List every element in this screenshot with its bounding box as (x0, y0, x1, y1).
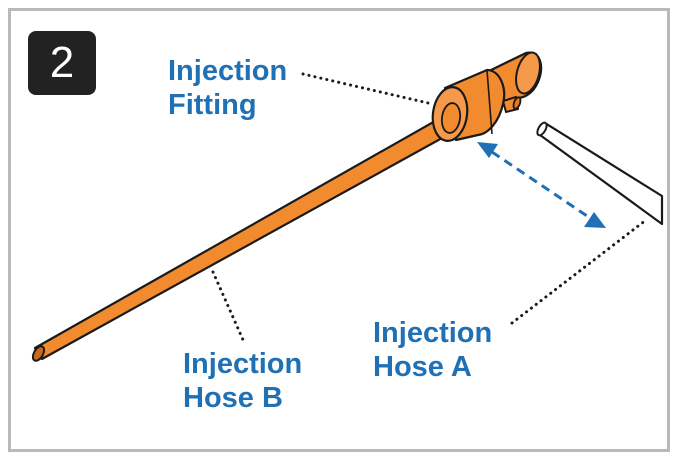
insertion-arrow (477, 142, 606, 228)
injection-hose-a-tube (536, 121, 664, 226)
injection-hose-a-label: Injection Hose A (373, 316, 492, 384)
injection-fitting-part (431, 51, 543, 142)
injection-hose-b-label-line-1: Injection (183, 348, 303, 380)
injection-hose-a-label-line-1: Injection (373, 317, 493, 349)
leader-line-hose-a (510, 218, 648, 325)
injection-hose-a-label-line-2: Hose A (373, 351, 472, 383)
injection-fitting-label-line-2: Fitting (168, 89, 257, 121)
figure-frame (8, 8, 670, 452)
leader-line-hose-b (211, 270, 246, 344)
injection-fitting-label-line-1: Injection (168, 55, 288, 87)
injection-hose-b-label-line-2: Hose B (183, 382, 283, 414)
leader-line-fitting (301, 72, 430, 105)
injection-hose-b-label: Injection Hose B (183, 347, 302, 415)
step-number-badge: 2 (28, 31, 96, 95)
injection-fitting-label: Injection Fitting (168, 54, 287, 122)
